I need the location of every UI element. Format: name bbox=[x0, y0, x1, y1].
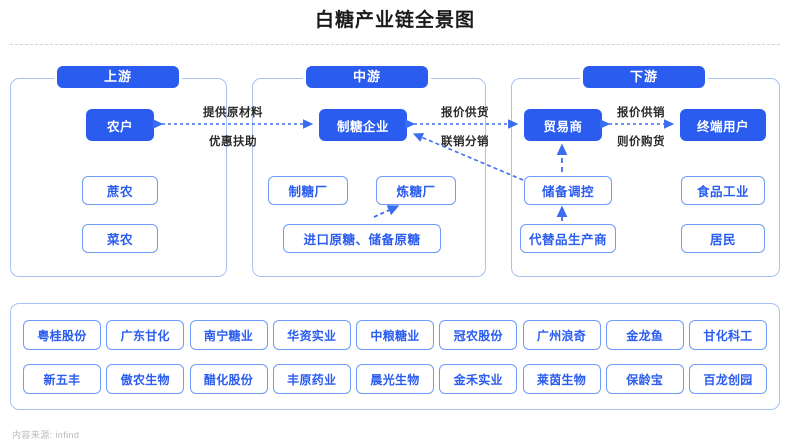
node-food-industry[interactable]: 食品工业 bbox=[681, 176, 765, 205]
node-imported-reserve-raw-sugar[interactable]: 进口原糖、储备原糖 bbox=[283, 224, 441, 253]
node-refinery[interactable]: 炼糖厂 bbox=[376, 176, 456, 205]
company-row-1: 粤桂股份 广东甘化 南宁糖业 华资实业 中粮糖业 冠农股份 广州浪奇 金龙鱼 甘… bbox=[23, 320, 767, 350]
company-tag[interactable]: 南宁糖业 bbox=[189, 320, 268, 350]
company-tag[interactable]: 莱茵生物 bbox=[522, 364, 601, 394]
company-tag[interactable]: 冠农股份 bbox=[439, 320, 518, 350]
company-tag[interactable]: 百龙创园 bbox=[689, 364, 767, 394]
node-reserve-regulation[interactable]: 储备调控 bbox=[524, 176, 612, 205]
flow-label-quote-supply: 报价供货 bbox=[441, 107, 489, 119]
node-farmers[interactable]: 农户 bbox=[86, 109, 154, 141]
node-end-user[interactable]: 终端用户 bbox=[680, 109, 766, 141]
company-tag[interactable]: 保龄宝 bbox=[605, 364, 684, 394]
company-tag[interactable]: 金禾实业 bbox=[439, 364, 518, 394]
flow-label-quote-sales: 报价供销 bbox=[617, 107, 665, 119]
company-tag[interactable]: 傲农生物 bbox=[106, 364, 185, 394]
node-beet-farmers[interactable]: 菜农 bbox=[82, 224, 158, 253]
company-tag[interactable]: 粤桂股份 bbox=[23, 320, 101, 350]
company-row-2: 新五丰 傲农生物 醋化股份 丰原药业 晨光生物 金禾实业 莱茵生物 保龄宝 百龙… bbox=[23, 364, 767, 394]
node-substitute-producer[interactable]: 代替品生产商 bbox=[520, 224, 616, 253]
node-trader[interactable]: 贸易商 bbox=[524, 109, 602, 141]
company-tag[interactable]: 华资实业 bbox=[272, 320, 351, 350]
node-sugar-mill[interactable]: 制糖厂 bbox=[268, 176, 348, 205]
flow-label-joint-distribution: 联销分销 bbox=[441, 136, 489, 148]
company-tag[interactable]: 醋化股份 bbox=[189, 364, 268, 394]
node-residents[interactable]: 居民 bbox=[681, 224, 765, 253]
section-title-upstream: 上游 bbox=[57, 66, 179, 88]
company-tag[interactable]: 甘化科工 bbox=[689, 320, 767, 350]
source-credit: 内容来源: infind bbox=[12, 430, 80, 440]
company-tag[interactable]: 广州浪奇 bbox=[522, 320, 601, 350]
company-tag[interactable]: 新五丰 bbox=[23, 364, 101, 394]
title-divider bbox=[10, 44, 780, 45]
company-tag[interactable]: 广东甘化 bbox=[106, 320, 185, 350]
company-tag[interactable]: 中粮糖业 bbox=[356, 320, 434, 350]
node-sugar-enterprise[interactable]: 制糖企业 bbox=[319, 109, 407, 141]
section-title-midstream: 中游 bbox=[306, 66, 428, 88]
flow-label-supply-raw-material: 提供原材料 bbox=[203, 107, 263, 119]
company-tag[interactable]: 丰原药业 bbox=[272, 364, 351, 394]
company-tag[interactable]: 金龙鱼 bbox=[605, 320, 684, 350]
node-cane-farmers[interactable]: 蔗农 bbox=[82, 176, 158, 205]
company-tag[interactable]: 晨光生物 bbox=[356, 364, 434, 394]
section-title-downstream: 下游 bbox=[583, 66, 705, 88]
page-title: 白糖产业链全景图 bbox=[314, 10, 475, 31]
flow-label-price-purchase: 则价购货 bbox=[617, 136, 665, 148]
panel-listed-companies: 粤桂股份 广东甘化 南宁糖业 华资实业 中粮糖业 冠农股份 广州浪奇 金龙鱼 甘… bbox=[10, 303, 780, 410]
flow-label-preferential-support: 优惠扶助 bbox=[209, 136, 257, 148]
